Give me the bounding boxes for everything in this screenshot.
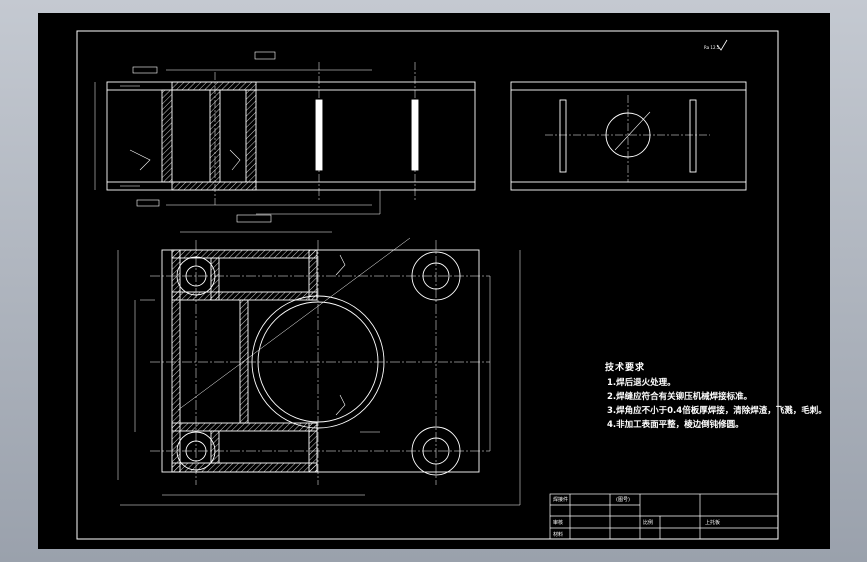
title-block-cell: 比例 <box>643 520 654 526</box>
title-block-cell: 焊接件 <box>553 497 569 503</box>
requirement-2: 2.焊缝应符合有关铆压机械焊接标准。 <box>607 392 753 402</box>
drawing-name: 上托板 <box>705 520 721 526</box>
front-view <box>94 51 476 223</box>
side-view <box>510 81 747 191</box>
drawing-border <box>76 30 779 540</box>
plan-view <box>117 231 521 506</box>
svg-text:Ra 12.5: Ra 12.5 <box>704 45 720 50</box>
title-block <box>549 493 779 540</box>
requirement-4: 4.非加工表面平整，棱边倒钝修圆。 <box>607 420 744 430</box>
requirement-3: 3.焊角应不小于0.4倍板厚焊接，清除焊渣，飞溅，毛刺。 <box>607 406 827 416</box>
title-block-cell: (图号) <box>616 497 630 503</box>
title-block-cell: 材料 <box>553 532 564 538</box>
roughness-symbol: Ra 12.5 <box>704 39 728 51</box>
technical-requirements-title: 技术要求 <box>605 363 646 373</box>
title-block-cell: 审核 <box>553 520 564 526</box>
requirement-1: 1.焊后退火处理。 <box>607 378 676 388</box>
